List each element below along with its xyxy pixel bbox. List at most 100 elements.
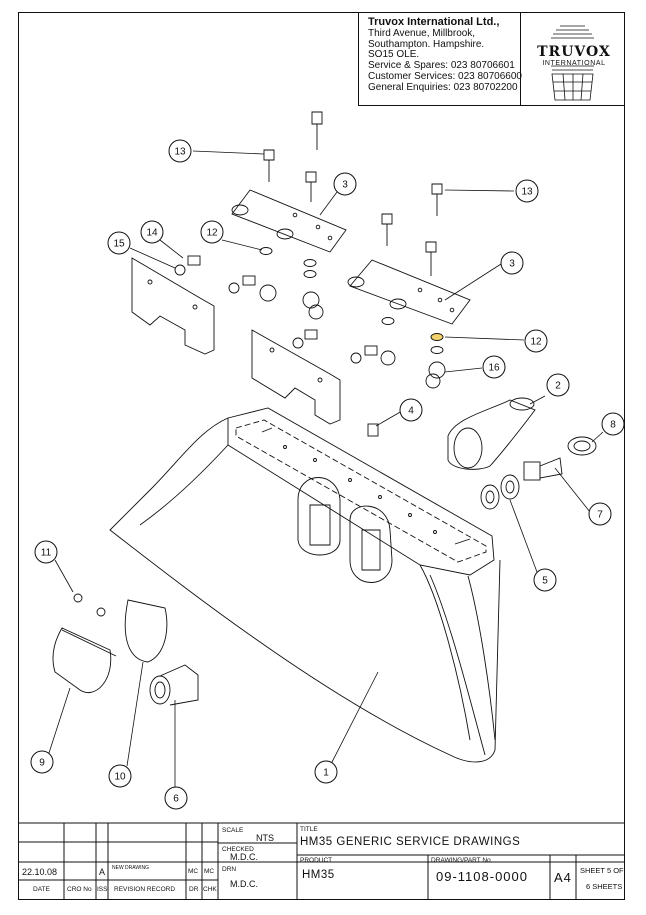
callout-circle xyxy=(34,540,58,564)
col-cro: CRO No xyxy=(67,886,92,893)
callout-number: 6 xyxy=(173,794,179,805)
drawing-title: HM35 GENERIC SERVICE DRAWINGS xyxy=(300,836,521,848)
sheet-size: A4 xyxy=(554,870,572,885)
exploded-view xyxy=(52,111,597,763)
callout-circle xyxy=(524,329,548,353)
truvox-logo-icon xyxy=(551,25,594,101)
callout-number: 15 xyxy=(113,239,125,250)
scale-value: NTS xyxy=(256,833,274,843)
callout-8: 8 xyxy=(601,412,625,436)
revision-checked-by: MC xyxy=(204,868,215,875)
callout-circle xyxy=(500,251,524,275)
callout-circle xyxy=(107,231,131,255)
callout-7: 7 xyxy=(588,502,612,526)
col-iss: ISS xyxy=(97,886,108,893)
revision-drawn-by: MC xyxy=(188,868,199,875)
sheet-number: SHEET 5 OF xyxy=(580,866,624,875)
callout-circle xyxy=(140,220,164,244)
callout-circle xyxy=(482,355,506,379)
callout-balloons: 13 3 13 15 14 12 3 12 16 2 8 4 7 5 11 9 10 6 1 xyxy=(30,139,625,810)
callout-1: 1 xyxy=(314,760,338,784)
callout-15: 15 xyxy=(107,231,131,255)
callout-number: 10 xyxy=(114,772,126,783)
col-chk: CHK xyxy=(203,886,217,893)
company-block xyxy=(358,12,625,106)
callout-number: 5 xyxy=(542,576,548,587)
address-line: Third Avenue, Millbrook, xyxy=(368,27,476,39)
callout-circle xyxy=(515,179,539,203)
callout-circle xyxy=(314,760,338,784)
callout-4: 4 xyxy=(399,398,423,422)
callout-circle xyxy=(601,412,625,436)
callout-circle xyxy=(333,172,357,196)
callout-number: 16 xyxy=(488,363,500,374)
drawing-frame xyxy=(18,12,625,900)
part-number-label: DRAWING/PART No xyxy=(431,857,491,864)
callout-circle xyxy=(546,373,570,397)
main-body-part xyxy=(109,407,501,763)
contact-line: Customer Services: 023 80706600 xyxy=(368,70,522,82)
callout-16: 16 xyxy=(482,355,506,379)
callout-10: 10 xyxy=(108,764,132,788)
scale-label: SCALE xyxy=(222,827,244,834)
callout-12: 12 xyxy=(524,329,548,353)
col-date: DATE xyxy=(33,886,50,893)
company-block-divider xyxy=(520,12,521,106)
callout-12: 12 xyxy=(200,220,224,244)
callout-circle xyxy=(164,786,188,810)
callout-5: 5 xyxy=(533,568,557,592)
callout-number: 2 xyxy=(555,381,561,392)
company-address: Truvox International Ltd., Third Avenue,… xyxy=(368,17,522,94)
address-line: SO15 OLE. xyxy=(368,49,420,61)
revision-date: 22.10.08 xyxy=(22,867,58,877)
callout-9: 9 xyxy=(30,750,54,774)
callout-13: 13 xyxy=(168,139,192,163)
callout-number: 12 xyxy=(530,337,542,348)
product-label: PRODUCT xyxy=(300,857,333,864)
revision-issue: A xyxy=(99,867,106,877)
col-revision-record: REVISION RECORD xyxy=(114,886,176,893)
callout-number: 8 xyxy=(610,420,616,431)
sheet-total: 6 SHEETS xyxy=(586,882,623,891)
callout-circle xyxy=(168,139,192,163)
callout-number: 13 xyxy=(521,187,533,198)
checked-label: CHECKED xyxy=(222,846,254,853)
callout-number: 11 xyxy=(41,548,52,559)
callout-circle xyxy=(533,568,557,592)
callout-number: 3 xyxy=(509,259,515,270)
callout-11: 11 xyxy=(34,540,58,564)
callout-circle xyxy=(588,502,612,526)
drawn-value: M.D.C. xyxy=(230,879,258,889)
logo-subtext: INTERNATIONAL xyxy=(542,60,606,67)
callout-2: 2 xyxy=(546,373,570,397)
callout-number: 13 xyxy=(174,147,186,158)
title-label: TITLE xyxy=(300,826,318,833)
revision-description: NEW DRAWING xyxy=(112,865,150,871)
logo-text: TRUVOX xyxy=(537,44,611,60)
callout-3: 3 xyxy=(333,172,357,196)
callout-number: 12 xyxy=(206,228,218,239)
callout-6: 6 xyxy=(164,786,188,810)
callout-circle xyxy=(200,220,224,244)
callout-number: 1 xyxy=(323,768,329,779)
callout-number: 14 xyxy=(146,228,158,239)
leader-lines xyxy=(47,150,604,788)
checked-value: M.D.C. xyxy=(230,852,258,862)
callout-13: 13 xyxy=(515,179,539,203)
callout-circle xyxy=(108,764,132,788)
company-name: Truvox International Ltd., xyxy=(368,16,500,28)
title-block-grid xyxy=(18,822,625,900)
contact-line: Service & Spares: 023 80706601 xyxy=(368,60,515,72)
callout-14: 14 xyxy=(140,220,164,244)
callout-number: 4 xyxy=(408,406,414,417)
callout-circle xyxy=(399,398,423,422)
address-line: Southampton. Hampshire. xyxy=(368,38,485,50)
callout-number: 3 xyxy=(342,180,348,191)
callout-number: 7 xyxy=(597,510,603,521)
product-value: HM35 xyxy=(302,869,335,881)
callout-number: 9 xyxy=(39,758,45,769)
part-number-value: 09-1108-0000 xyxy=(436,869,528,884)
callout-circle xyxy=(30,750,54,774)
